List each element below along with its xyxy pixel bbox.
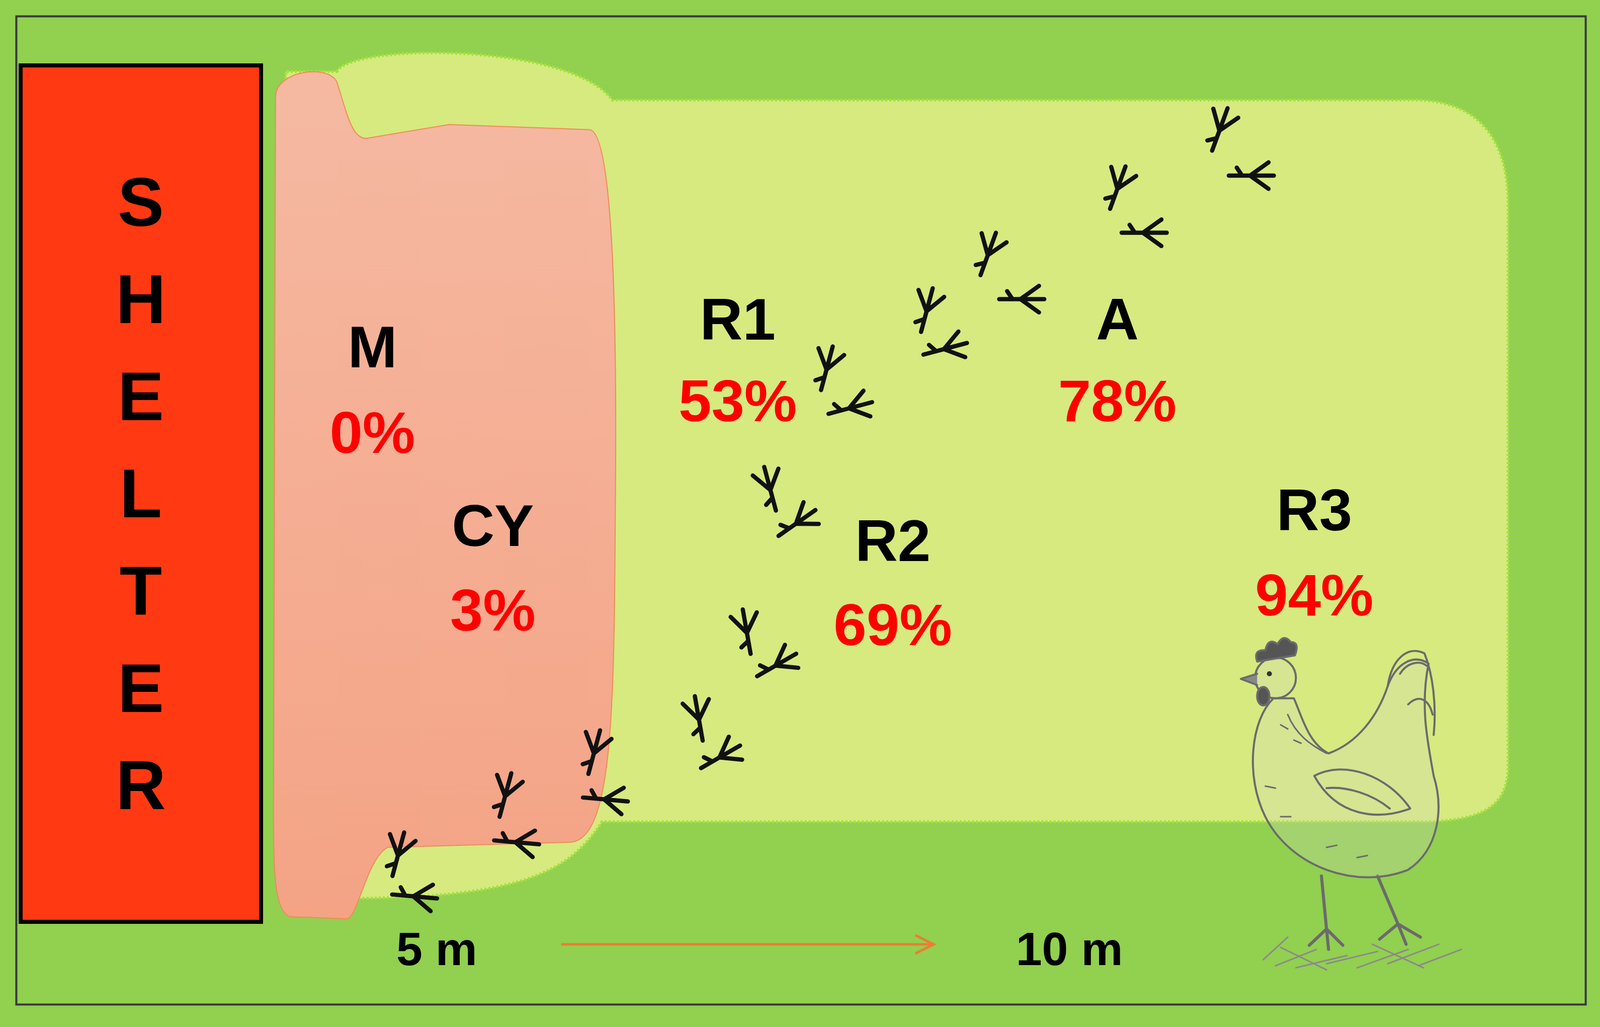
zone-name: A (1096, 289, 1139, 350)
close-zone (273, 71, 616, 919)
zone-percentage: 94% (1254, 565, 1374, 625)
zone-percentage: 69% (833, 595, 953, 655)
footprint (581, 784, 630, 815)
hen-beak (1240, 673, 1257, 685)
hen-feathers (1265, 714, 1368, 858)
footprint (379, 828, 417, 879)
footprint (1199, 103, 1240, 155)
footprint (808, 343, 846, 394)
zone-name: R2 (855, 511, 931, 571)
hen-comb (1255, 637, 1297, 662)
zone-name: R3 (1276, 480, 1353, 541)
distance-arrow (561, 934, 934, 954)
hen-tail (1387, 650, 1435, 735)
straw (1263, 936, 1462, 970)
shelter-label: SHELTER (106, 153, 176, 834)
footprint (751, 463, 789, 514)
zone-percentage: 3% (450, 580, 536, 640)
zone-name: CY (451, 495, 534, 556)
hen-wing (1314, 769, 1411, 815)
footprint (1121, 219, 1167, 246)
footprint (999, 285, 1045, 313)
zone-percentage: 0% (329, 402, 415, 463)
shelter-box: SHELTER (18, 63, 264, 924)
footprint (824, 389, 876, 427)
hen-eye (1267, 670, 1273, 677)
footprint (729, 607, 765, 656)
footprint (908, 284, 946, 335)
footprint (694, 733, 747, 780)
footprint (575, 726, 613, 778)
footprint (681, 693, 716, 743)
footprint (1097, 161, 1138, 214)
footprint-track (379, 103, 1275, 912)
footprint (486, 769, 525, 820)
hen-legs (1309, 875, 1421, 950)
footprint (492, 826, 541, 858)
zone-percentage: 53% (678, 371, 798, 431)
zone-percentage: 78% (1058, 371, 1177, 431)
distance-label: 5 m (396, 925, 478, 973)
hen-illustration (1240, 637, 1462, 970)
footprint (919, 329, 971, 368)
zone-name: R1 (700, 289, 776, 350)
footprint (390, 880, 439, 911)
hen-wattle (1256, 686, 1270, 706)
zone-name: M (347, 317, 397, 377)
footprint (750, 641, 803, 688)
pasture-ground (16, 16, 1586, 1004)
arrow-head (915, 934, 935, 954)
footprint (1228, 162, 1275, 190)
distance-label: 10 m (1016, 925, 1124, 973)
arrow-line (561, 942, 933, 946)
footprint (968, 228, 1009, 280)
footprint (771, 498, 824, 547)
